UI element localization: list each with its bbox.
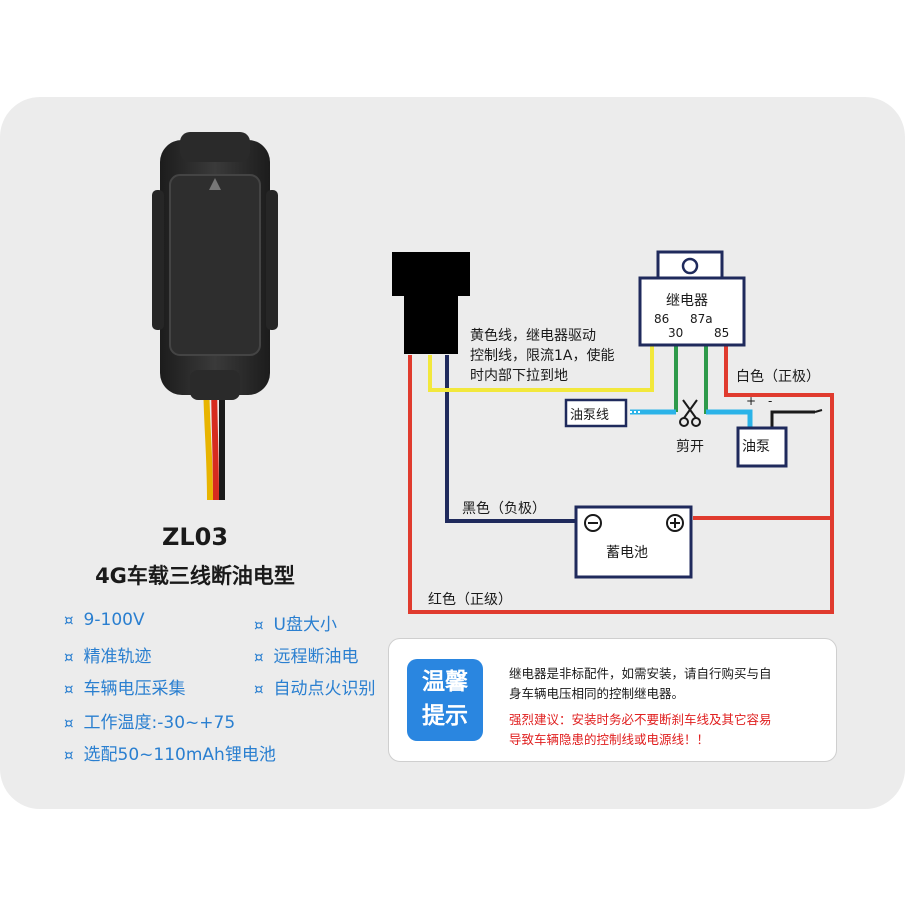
feature-bullet: ¤ bbox=[64, 611, 74, 629]
tip-warning: 导致车辆隐患的控制线或电源线！！ bbox=[509, 732, 710, 747]
feature-bullet: ¤ bbox=[64, 714, 74, 732]
pump-line-label: 油泵线 bbox=[570, 408, 610, 423]
scissors-icon bbox=[679, 399, 701, 427]
feature-item: ¤选配50~110mAh锂电池 bbox=[64, 745, 276, 765]
feature-item: ¤工作温度:-30~+75 bbox=[64, 713, 236, 733]
tip-box: 温馨 提示 继电器是非标配件，如需安装，请自行购买与自 身车辆电压相同的控制继电… bbox=[388, 638, 837, 762]
feature-bullet: ¤ bbox=[254, 616, 264, 634]
model-number: ZL03 bbox=[161, 523, 229, 551]
relay-label: 继电器 bbox=[666, 293, 708, 309]
svg-text:-: - bbox=[768, 394, 772, 408]
tip-text: 继电器是非标配件，如需安装，请自行购买与自 bbox=[509, 666, 772, 681]
feature-item: ¤U盘大小 bbox=[254, 615, 337, 635]
white-wire bbox=[724, 345, 834, 518]
yellow-wire bbox=[428, 345, 654, 392]
red-wire bbox=[408, 355, 834, 614]
product-name: 4G车载三线断油电型 bbox=[95, 564, 295, 588]
feature-bullet: ¤ bbox=[64, 648, 74, 666]
cut-label: 剪开 bbox=[676, 439, 704, 455]
feature-bullet: ¤ bbox=[64, 680, 74, 698]
tip-warning: 强烈建议：安装时务必不要断刹车线及其它容易 bbox=[509, 712, 772, 727]
relay-pin-86: 86 bbox=[654, 312, 670, 326]
relay-pin-30: 30 bbox=[668, 326, 684, 340]
relay-box bbox=[638, 276, 746, 347]
pump-line-box bbox=[564, 398, 628, 428]
feature-item: ¤远程断油电 bbox=[254, 647, 359, 667]
pump-box bbox=[736, 426, 788, 468]
black-wire bbox=[445, 355, 576, 523]
yellow-wire-label: 控制线，限流1A，使能 bbox=[470, 348, 615, 364]
feature-item: ¤精准轨迹 bbox=[64, 647, 152, 667]
gps-tracker-device bbox=[152, 132, 278, 501]
yellow-wire-label: 时内部下拉到地 bbox=[470, 368, 568, 384]
red-wire-label: 红色（正级） bbox=[428, 592, 512, 608]
relay-pin-85: 85 bbox=[714, 326, 730, 340]
tip-text: 身车辆电压相同的控制继电器。 bbox=[509, 686, 685, 701]
battery-label: 蓄电池 bbox=[606, 545, 648, 561]
relay-pin-87a: 87a bbox=[690, 312, 713, 326]
feature-bullet: ¤ bbox=[254, 648, 264, 666]
device-connector bbox=[392, 252, 470, 296]
tip-badge: 温馨 提示 bbox=[407, 659, 483, 741]
white-wire-label: 白色（正极） bbox=[736, 369, 820, 385]
feature-bullet: ¤ bbox=[254, 680, 264, 698]
feature-bullet: ¤ bbox=[64, 746, 74, 764]
yellow-wire-label: 黄色线，继电器驱动 bbox=[470, 328, 596, 344]
feature-item: ¤车辆电压采集 bbox=[64, 679, 186, 699]
svg-text:+: + bbox=[746, 394, 756, 408]
feature-item: ¤9-100V bbox=[64, 610, 145, 630]
black-wire-label: 黑色（负极） bbox=[462, 501, 546, 517]
pump-label: 油泵 bbox=[742, 439, 770, 455]
feature-item: ¤自动点火识别 bbox=[254, 679, 376, 699]
